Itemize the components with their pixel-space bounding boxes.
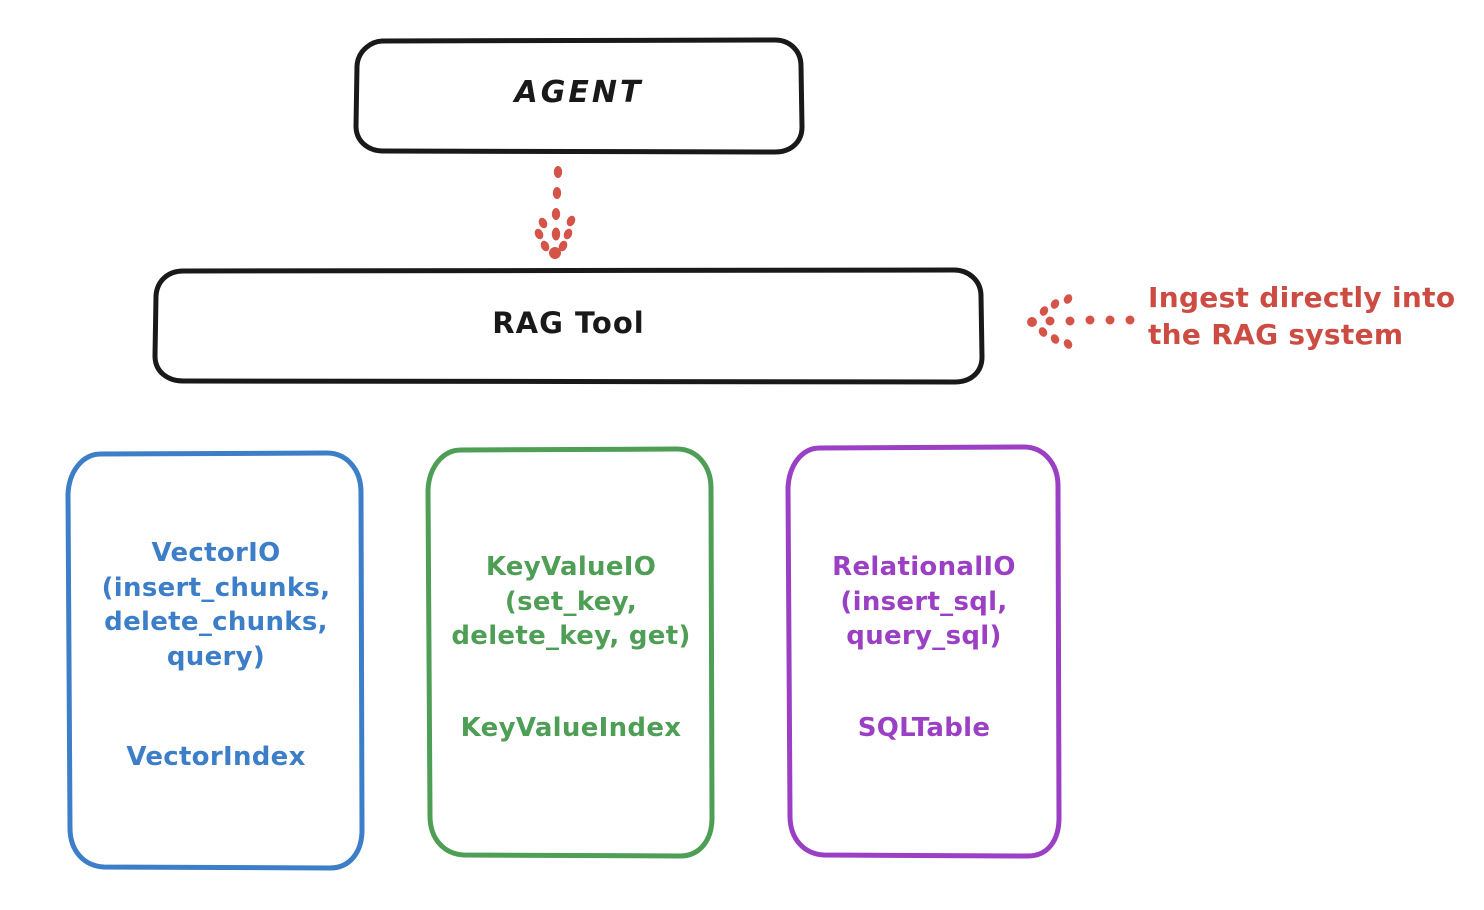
sqltable-label: SQLTable [857,713,991,743]
agent-to-rag-connector [534,166,576,259]
relationalio-api-label: RelationalIO (insert_sql, query_sql) [832,552,1016,652]
ingest-annotation-label: Ingest directly into the RAG system [1148,281,1456,351]
ingest-note-connector [1027,294,1135,349]
agent-label: AGENT [514,75,644,110]
vectorio-box[interactable] [65,450,365,871]
vectorindex-label: VectorIndex [126,742,306,772]
rag-tool-box[interactable] [152,267,985,385]
keyvalueindex-label: KeyValueIndex [460,713,682,743]
keyvalueio-api-label: KeyValueIO (set_key, delete_key, get) [451,552,691,652]
relationalio-box[interactable] [785,444,1062,859]
keyvalueio-box[interactable] [425,446,715,859]
agent-box[interactable] [353,37,805,155]
rag-tool-label: RAG Tool [492,306,645,340]
vectorio-api-label: VectorIO (insert_chunks, delete_chunks, … [101,538,331,672]
